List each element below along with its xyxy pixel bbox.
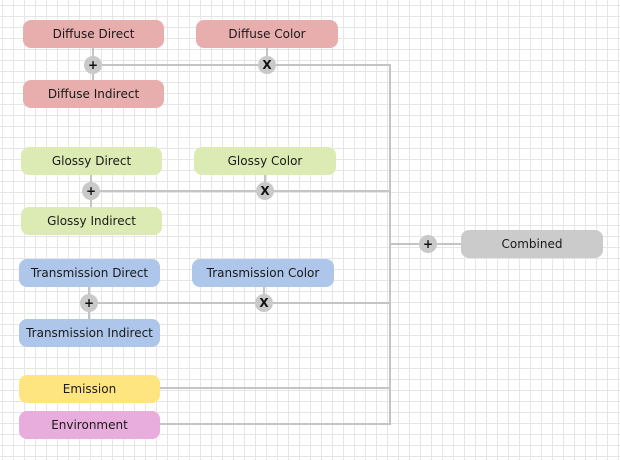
environment-node: Environment — [19, 411, 160, 439]
emission-node: Emission — [19, 375, 160, 403]
diffuse-multiply-operator: X — [258, 56, 276, 74]
transmission-add-operator: + — [80, 294, 98, 312]
glossy-add-operator: + — [82, 182, 100, 200]
diffuse-direct-node: Diffuse Direct — [23, 20, 164, 48]
glossy-direct-node: Glossy Direct — [21, 147, 162, 175]
combined-node: Combined — [461, 230, 603, 258]
transmission-multiply-operator: X — [255, 294, 273, 312]
diffuse-add-operator: + — [84, 56, 102, 74]
transmission-indirect-node: Transmission Indirect — [19, 319, 160, 347]
combined-add-operator: + — [419, 235, 437, 253]
glossy-indirect-node: Glossy Indirect — [21, 207, 162, 235]
glossy-multiply-operator: X — [256, 182, 274, 200]
glossy-color-node: Glossy Color — [194, 147, 336, 175]
transmission-color-node: Transmission Color — [192, 259, 334, 287]
diffuse-color-node: Diffuse Color — [196, 20, 338, 48]
diffuse-indirect-node: Diffuse Indirect — [23, 80, 164, 108]
transmission-direct-node: Transmission Direct — [19, 259, 160, 287]
